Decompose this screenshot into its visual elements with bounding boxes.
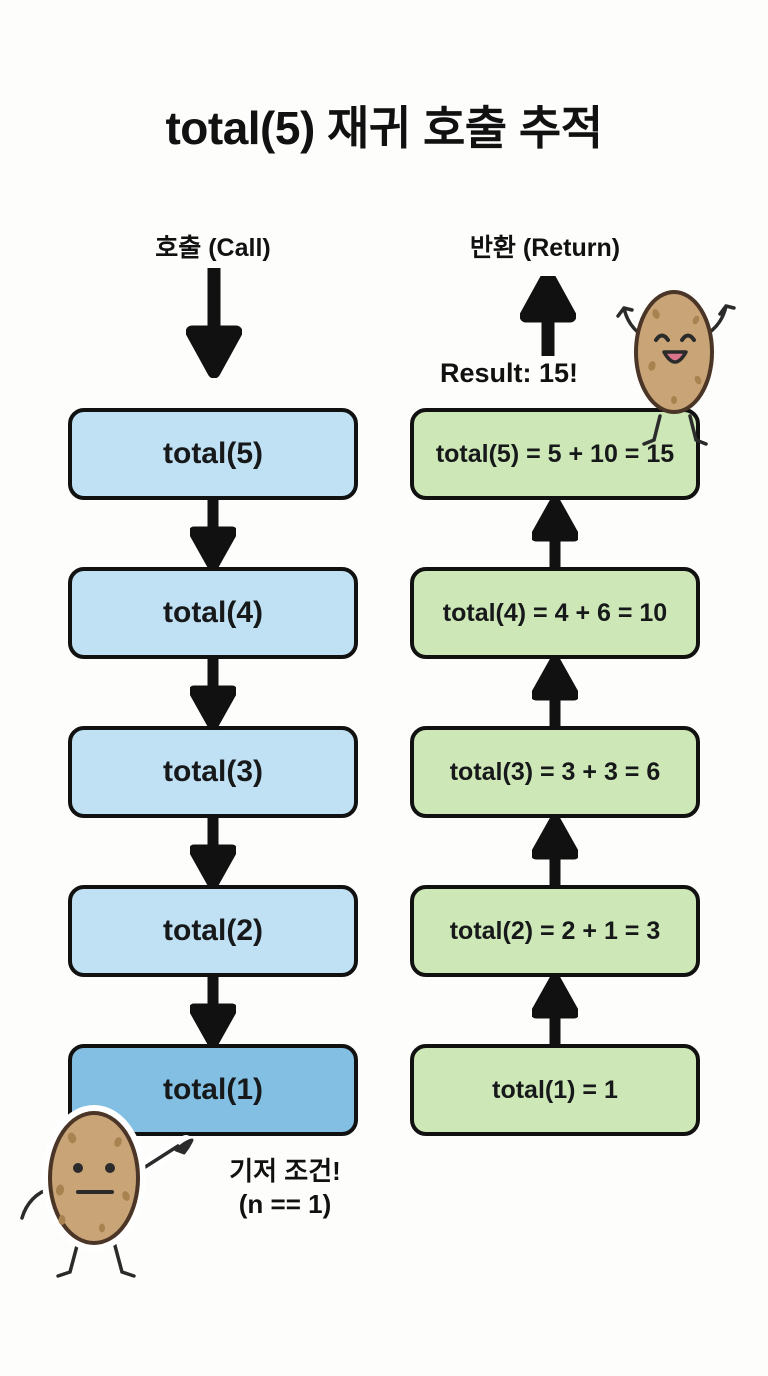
- return-connector-1-to-2-icon: [532, 975, 578, 1047]
- arrow-down-icon: [186, 268, 242, 378]
- return-box-total-2[interactable]: total(2) = 2 + 1 = 3: [410, 885, 700, 977]
- call-column-header: 호출 (Call): [155, 234, 271, 262]
- return-box-label: total(3) = 3 + 3 = 6: [449, 757, 661, 786]
- call-box-label: total(4): [163, 596, 263, 629]
- call-box-label: total(1): [163, 1073, 263, 1106]
- base-case-line-2: (n == 1): [238, 1189, 332, 1220]
- call-connector-2-to-1-icon: [190, 975, 236, 1047]
- call-connector-3-to-2-icon: [190, 816, 236, 888]
- return-box-total-4[interactable]: total(4) = 4 + 6 = 10: [410, 567, 700, 659]
- call-box-total-3[interactable]: total(3): [68, 726, 358, 818]
- return-box-label: total(2) = 2 + 1 = 3: [449, 916, 661, 945]
- potato-happy-character: [608, 268, 738, 448]
- return-connector-2-to-3-icon: [532, 816, 578, 888]
- return-box-total-3[interactable]: total(3) = 3 + 3 = 6: [410, 726, 700, 818]
- call-connector-4-to-3-icon: [190, 657, 236, 729]
- return-connector-3-to-4-icon: [532, 657, 578, 729]
- call-box-total-5[interactable]: total(5): [68, 408, 358, 500]
- call-box-label: total(3): [163, 755, 263, 788]
- potato-pointing-character: [18, 1080, 218, 1280]
- call-connector-5-to-4-icon: [190, 498, 236, 570]
- return-box-label: total(4) = 4 + 6 = 10: [442, 598, 668, 627]
- base-case-caption: 기저 조건! (n == 1): [180, 1155, 390, 1222]
- call-box-total-2[interactable]: total(2): [68, 885, 358, 977]
- return-connector-4-to-5-icon: [532, 498, 578, 570]
- arrow-up-icon: [520, 276, 576, 356]
- base-case-line-1: 기저 조건!: [229, 1156, 341, 1186]
- page-title: total(5) 재귀 호출 추적: [165, 102, 603, 154]
- return-column-header: 반환 (Return): [469, 234, 621, 262]
- return-box-label: total(5) = 5 + 10 = 15: [435, 439, 675, 468]
- call-box-label: total(2): [163, 914, 263, 947]
- result-label: Result: 15!: [440, 358, 579, 388]
- return-box-total-1[interactable]: total(1) = 1: [410, 1044, 700, 1136]
- call-box-total-4[interactable]: total(4): [68, 567, 358, 659]
- return-box-label: total(1) = 1: [492, 1075, 618, 1104]
- call-box-label: total(5): [163, 437, 263, 470]
